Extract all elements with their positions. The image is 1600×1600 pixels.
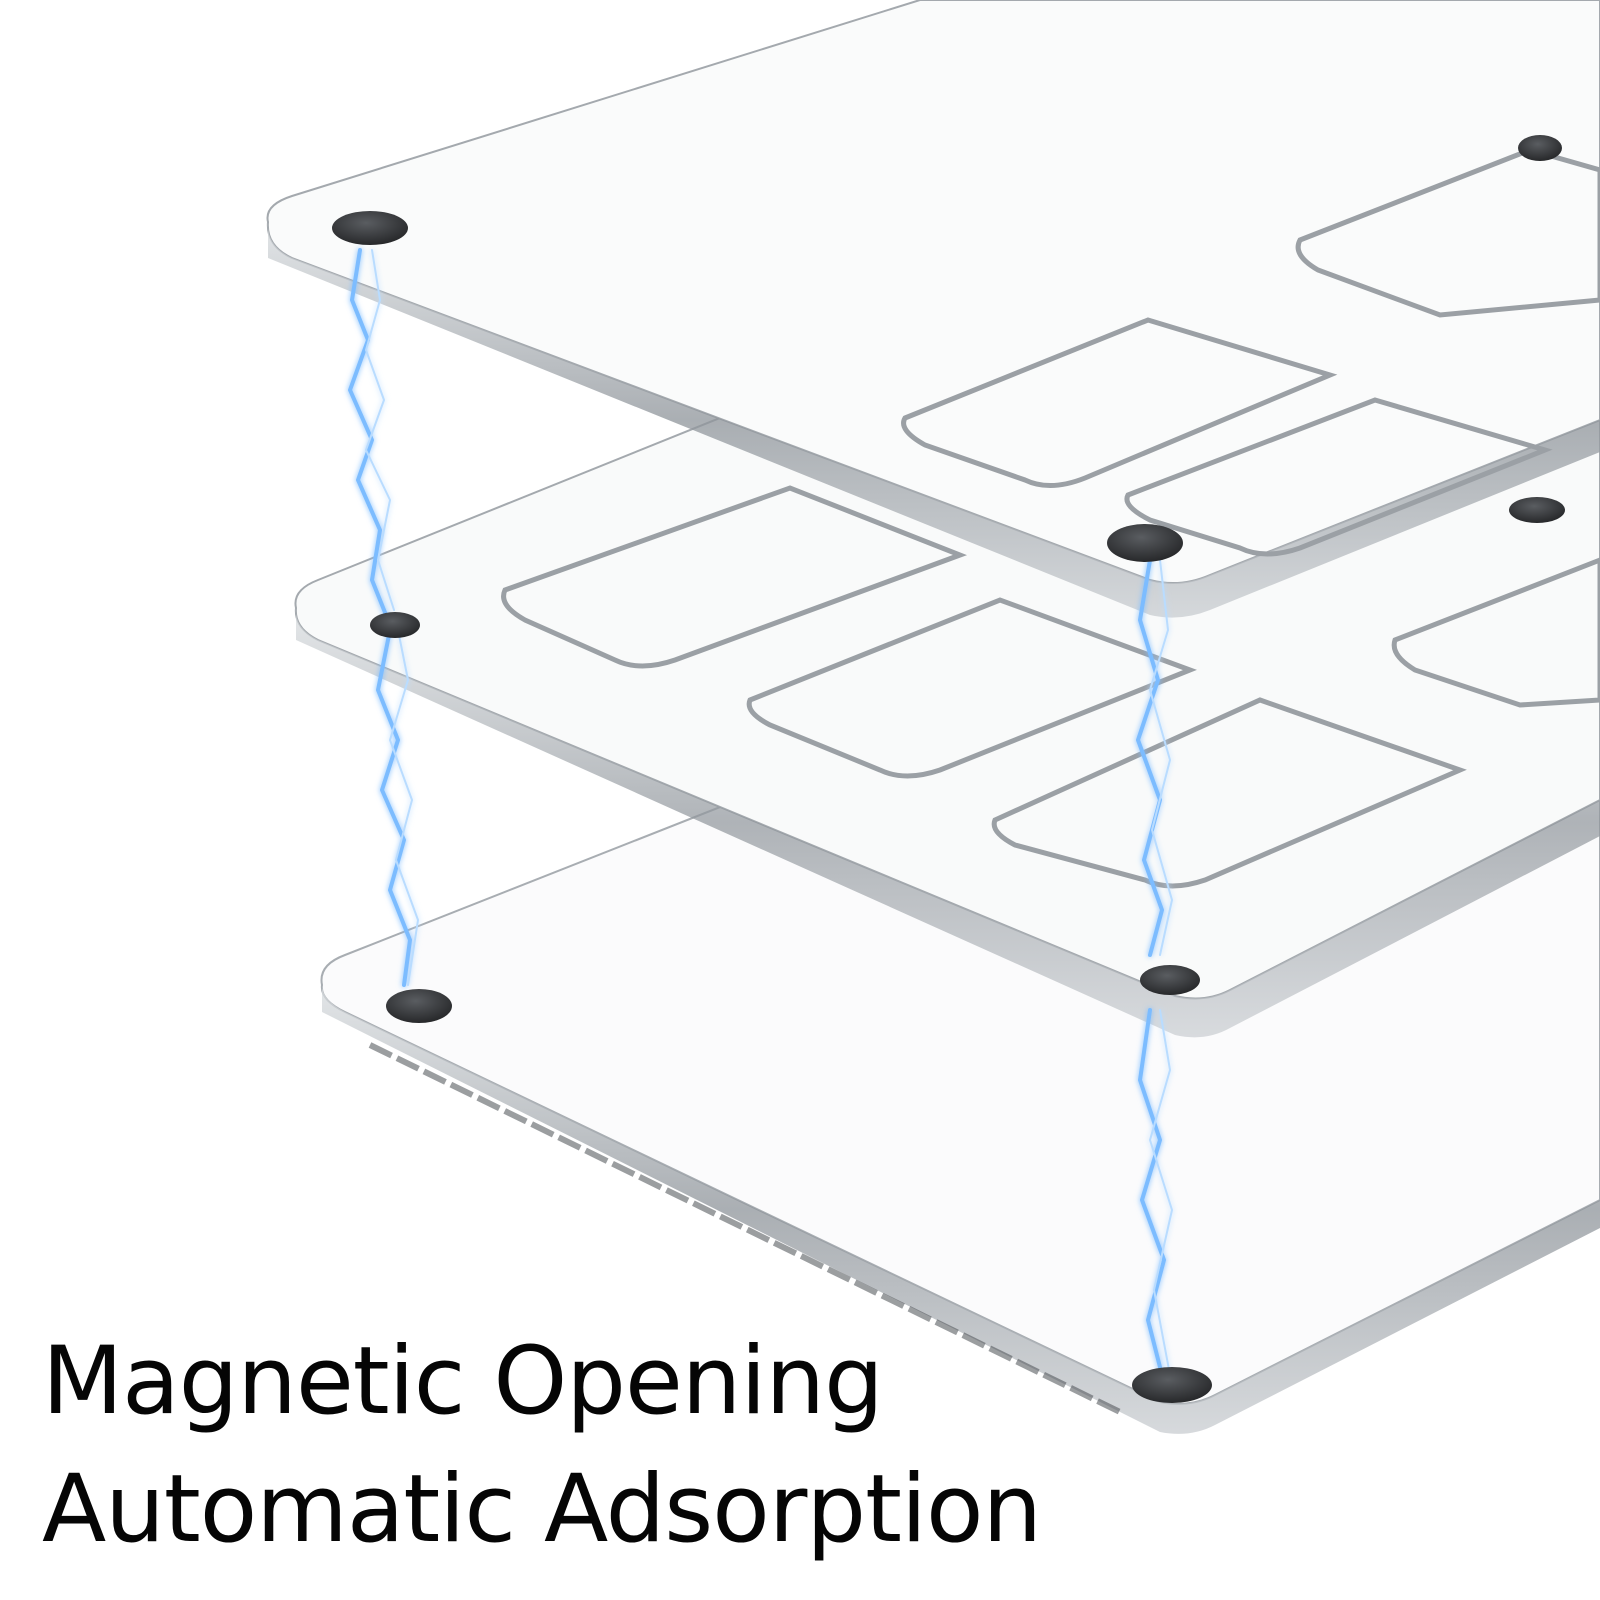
lightning-bolt-icon [348,248,1173,1377]
top-plate [266,0,1600,618]
caption-line-2: Automatic Adsorption [42,1455,1042,1564]
magnet-disc-icon [332,135,1565,1403]
caption-heading: Magnetic Opening Automatic Adsorption [42,1318,1042,1574]
caption-line-1: Magnetic Opening [42,1327,884,1436]
